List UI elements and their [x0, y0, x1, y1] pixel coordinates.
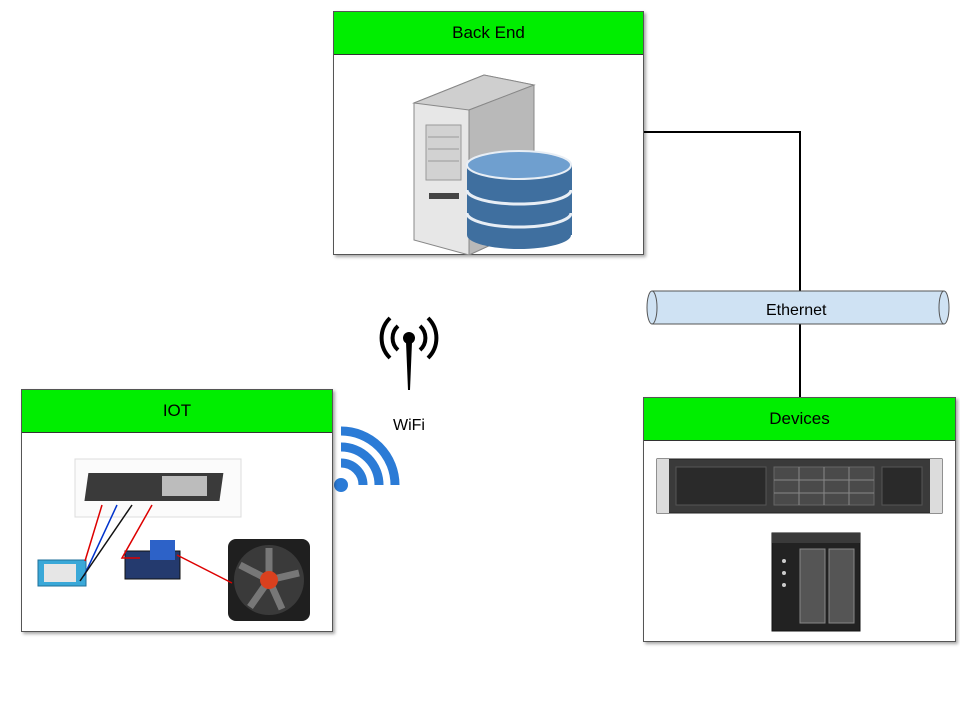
iot-panel: IOT: [21, 389, 333, 632]
rack-server-icon: [656, 458, 943, 514]
backend-to-ethernet-line: [644, 131, 801, 292]
devices-images: [656, 458, 943, 632]
backend-panel: Back End: [333, 11, 644, 256]
relay-icon: [124, 540, 181, 580]
devices-panel: Devices: [643, 397, 956, 642]
iot-title: IOT: [22, 390, 332, 433]
devices-title: Devices: [644, 398, 955, 441]
iot-hardware: [37, 458, 310, 621]
ethernet-label: Ethernet: [766, 302, 827, 319]
fan-icon: [228, 539, 310, 621]
backend-title: Back End: [334, 12, 643, 55]
sensor-icon: [37, 559, 87, 587]
nas-icon: [771, 532, 861, 632]
server-database-icon: [412, 74, 573, 256]
wifi-label: WiFi: [393, 417, 425, 434]
